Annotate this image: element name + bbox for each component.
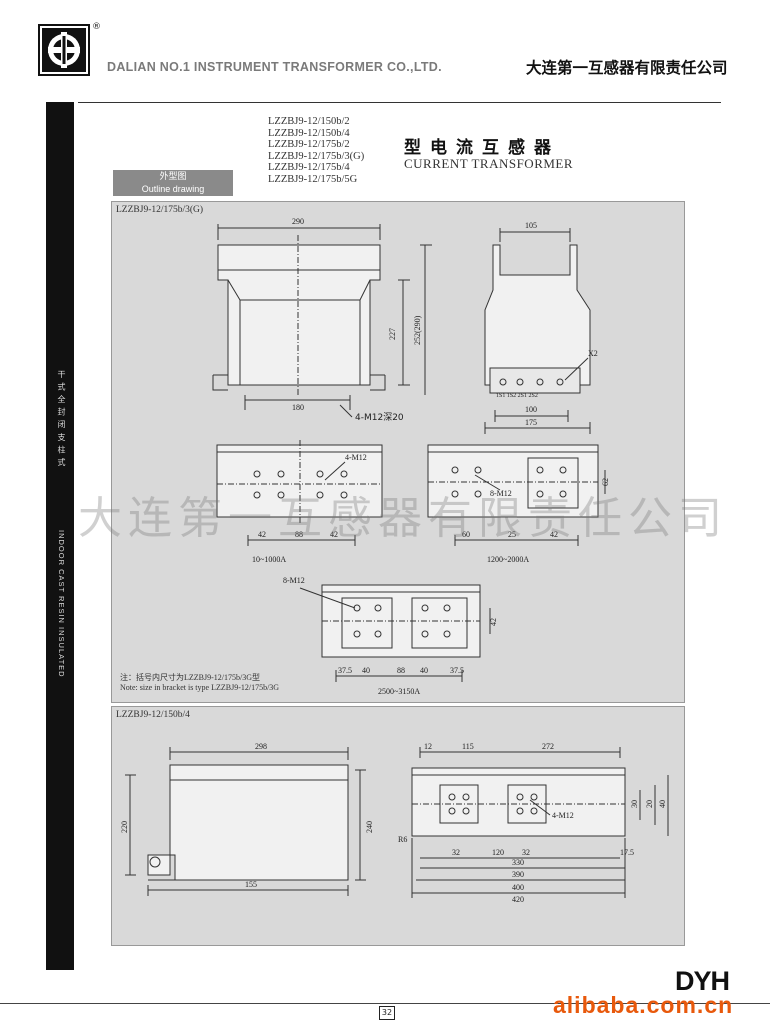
dim-label: 8-M12 — [490, 489, 512, 498]
header-divider — [78, 102, 721, 103]
dim-label: 37.5 — [338, 666, 352, 675]
side-bar — [46, 102, 74, 970]
site-watermark: alibaba.com.cn — [553, 992, 734, 1018]
current-range: 10~1000A — [252, 555, 286, 564]
watermark-text: 大连第一互感器有限责任公司 — [78, 493, 728, 544]
title-en: CURRENT TRANSFORMER — [404, 156, 574, 171]
dim-label: 32 — [522, 848, 530, 857]
company-name-en: DALIAN NO.1 INSTRUMENT TRANSFORMER CO.,L… — [107, 60, 442, 74]
dim-label: 40 — [658, 800, 667, 808]
dim-label: 17.5 — [620, 848, 634, 857]
dim-label: 240 — [365, 821, 374, 833]
bottom-view-1-drawing — [216, 440, 383, 546]
dim-label: R6 — [398, 835, 407, 844]
dim-label: 42 — [330, 530, 338, 539]
model-item: LZZBJ9-12/150b/2 — [268, 116, 350, 127]
model-item: LZZBJ9-12/175b/3(G) — [268, 150, 365, 162]
dim-label: 4-M12 — [552, 811, 574, 820]
sidebar-text-en: INDOOR CAST RESIN INSULATED — [57, 530, 66, 678]
front-view-drawing — [212, 224, 432, 418]
current-range: 2500~3150A — [378, 687, 420, 696]
dim-label: 115 — [462, 742, 474, 751]
dim-label: 227 — [388, 328, 397, 340]
dim-label: 390 — [512, 870, 524, 879]
dim-label: 40 — [362, 666, 370, 675]
dim-label: 20 — [645, 800, 654, 808]
model-item: LZZBJ9-12/175b/2 — [268, 139, 350, 150]
dim-label: 290 — [292, 217, 304, 226]
panel2-left-drawing — [125, 747, 366, 896]
model-list: LZZBJ9-12/150b/2 LZZBJ9-12/150b/4 LZZBJ9… — [268, 116, 364, 185]
dim-label: 30 — [630, 800, 639, 808]
side-view-drawing — [484, 228, 591, 434]
footer-divider — [0, 1003, 770, 1004]
dim-label: 60 — [462, 530, 470, 539]
page-number: 32 — [379, 1006, 395, 1020]
current-range: 1200~2000A — [487, 555, 529, 564]
dim-label: 12 — [424, 742, 432, 751]
dim-label: 100 — [525, 405, 537, 414]
dim-label: 42 — [489, 618, 498, 626]
dim-label: 330 — [512, 858, 524, 867]
dim-label: 252(290) — [413, 315, 422, 345]
dim-label: 400 — [512, 883, 524, 892]
dim-label: 4-M12 — [345, 453, 367, 462]
dim-label: 120 — [492, 848, 504, 857]
outline-drawing-tab: 外型图 Outline drawing — [113, 170, 233, 196]
tab-label-cn: 外型图 — [159, 172, 187, 182]
dim-label: 40 — [420, 666, 428, 675]
title-cn: 型电流互感器 — [404, 138, 560, 158]
dim-label: 155 — [245, 880, 257, 889]
dim-label: 37.5 — [450, 666, 464, 675]
dim-label: 175 — [525, 418, 537, 427]
bottom-view-2-drawing — [427, 444, 606, 546]
panel2-model-label: LZZBJ9-12/150b/4 — [116, 710, 190, 720]
dim-label: 220 — [120, 821, 129, 833]
dim-label: 180 — [292, 403, 304, 412]
dim-label: 105 — [525, 221, 537, 230]
note-en: Note: size in bracket is type LZZBJ9-12/… — [120, 683, 280, 692]
dim-label: 420 — [512, 895, 524, 904]
dim-label: 298 — [255, 742, 267, 751]
dim-label: 32 — [452, 848, 460, 857]
dim-label: 4-M12深20 — [355, 412, 404, 423]
model-item: LZZBJ9-12/150b/4 — [268, 127, 350, 139]
panel1-model-label: LZZBJ9-12/175b/3(G) — [116, 205, 204, 215]
company-name-cn: 大连第一互感器有限责任公司 — [526, 59, 728, 77]
bottom-view-3-drawing — [299, 584, 491, 682]
dim-label: 88 — [295, 530, 303, 539]
note-cn: 注：括号内尺寸为LZZBJ9-12/175b/3G型 — [120, 673, 260, 682]
dim-label: 42 — [550, 530, 558, 539]
dim-label: X2 — [588, 349, 598, 358]
terminal-labels: 1S1 1S2 2S1 2S2 — [496, 393, 538, 399]
tab-label-en: Outline drawing — [141, 184, 205, 194]
brand-logo-text: DYH — [675, 966, 730, 996]
dim-label: 8-M12 — [283, 576, 305, 585]
model-item: LZZBJ9-12/175b/4 — [268, 162, 350, 173]
panel2-right-drawing — [411, 747, 669, 898]
dim-label: 88 — [397, 666, 405, 675]
dim-label: 42 — [258, 530, 266, 539]
sidebar-text-cn: 干 式 全 封 闭 支 柱 式 — [57, 370, 66, 467]
dim-label: 272 — [542, 742, 554, 751]
company-logo — [38, 24, 90, 76]
dim-label: 25 — [508, 530, 516, 539]
registered-mark: ® — [92, 22, 101, 32]
model-item: LZZBJ9-12/175b/5G — [268, 173, 358, 185]
dim-label: 62 — [601, 478, 610, 486]
